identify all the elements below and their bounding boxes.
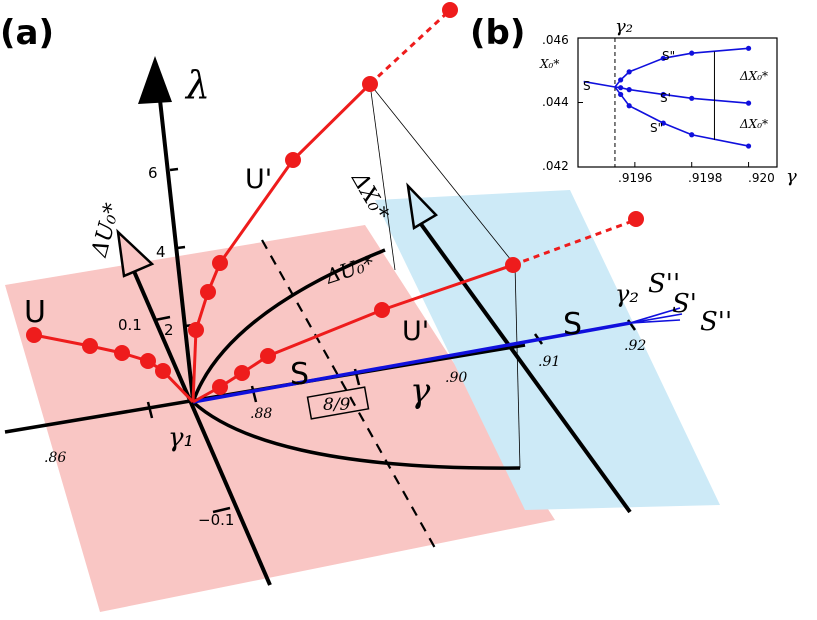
inset-ylabel: X₀* [539, 57, 559, 71]
S-prime-label: S' [672, 289, 697, 319]
inset-delta-lower: ΔX₀* [739, 117, 768, 131]
pink-plane [5, 225, 555, 612]
lambda-tick-6: 6 [148, 164, 158, 182]
inset-series-line [583, 80, 616, 88]
inset-xtick-9198: .9198 [688, 171, 722, 185]
inset-series-point [626, 87, 632, 93]
box-8-9-label: 8/9 [323, 395, 351, 415]
inset-gamma2-label: γ₂ [615, 16, 633, 37]
inset-series-point [660, 55, 666, 61]
dX-axis [416, 218, 632, 514]
inset-ytick-042: .042 [542, 159, 569, 173]
inset-xtick-9196: .9196 [618, 171, 652, 185]
inset-S-upper-label: S" [662, 49, 675, 63]
box-8-9 [306, 386, 370, 420]
dX-axis-arrow [406, 182, 438, 231]
U-prime-upper-line [191, 82, 372, 403]
lambda-tick-4: 4 [156, 243, 166, 261]
U-prime-lower-points [212, 211, 644, 395]
dU-parabola [191, 248, 386, 403]
gamma2-label: γ₂ [615, 280, 639, 308]
gamma-tick-92: .92 [624, 338, 646, 354]
projection-lines [369, 83, 521, 469]
inset-xtick-920: .920 [748, 171, 775, 185]
gamma-tick-90: .90 [445, 370, 467, 386]
lambda-axis [158, 99, 195, 401]
S-label-blue: S [563, 307, 582, 342]
inset-S-prime-label: S' [660, 91, 671, 105]
gamma-tick-86: .86 [44, 450, 66, 466]
S-double-prime-1: S'' [648, 269, 680, 299]
panel-b: (b) X₀* γ γ₂ .046 .044 .042 .9196 .9198 … [470, 13, 797, 187]
inset-S-label: S [583, 79, 591, 93]
lambda-tick-2: 2 [164, 321, 174, 339]
inset-series-point [626, 69, 632, 75]
inset-series-point [626, 103, 632, 109]
dU-tick-pos: 0.1 [118, 316, 142, 334]
inset-series-point [660, 91, 666, 98]
inset-plot [578, 37, 752, 168]
inset-series-point [618, 77, 624, 83]
inset-delta-upper: ΔX₀* [739, 69, 768, 83]
U-branch-points [26, 327, 171, 379]
inset-series-point [689, 50, 695, 56]
inset-series-point [745, 100, 752, 106]
dashed-line-8-9 [261, 239, 436, 549]
inset-ytick-046: .046 [542, 33, 569, 47]
U-prime-upper-label: U' [245, 164, 272, 195]
panel-a: 8/9 (a) λ ΔU₀* ΔX₀* γ ΔU₀* U U' U' S S γ… [0, 2, 732, 612]
lambda-axis-arrow [138, 56, 172, 104]
dU-axis [128, 261, 272, 586]
inset-series-point [618, 85, 624, 91]
inset-series-point [689, 132, 695, 138]
gamma1-label: γ₁ [168, 423, 194, 453]
inset-ytick-044: .044 [542, 95, 569, 109]
inset-series-point [689, 95, 695, 101]
panel-b-label: (b) [470, 13, 525, 53]
U-label: U [24, 295, 46, 330]
S-fan [629, 307, 683, 324]
inset-series-point [618, 91, 624, 98]
inset-series-point [660, 120, 666, 126]
inset-series-point [745, 45, 752, 51]
S-double-prime-2: S'' [700, 307, 732, 337]
blue-plane [375, 190, 720, 510]
gamma-tick-88: .88 [250, 406, 272, 422]
dU-tick-neg: −0.1 [198, 511, 234, 529]
S-branch-line [192, 321, 631, 404]
inset-xlabel: γ [786, 166, 797, 187]
inset-series-point [745, 143, 752, 149]
dU-axis-arrow [116, 228, 155, 278]
panel-a-label: (a) [0, 13, 54, 53]
lambda-label: λ [184, 63, 210, 107]
gamma-axis-label: γ [410, 371, 431, 411]
dX-axis-label: ΔX₀* [346, 167, 394, 225]
U-prime-upper-points [188, 2, 458, 338]
U-prime-lower-label: U' [402, 316, 429, 347]
dU-parabola-lower [191, 400, 521, 470]
S-label-pink: S [290, 357, 309, 392]
inset-S-lower-label: S" [650, 121, 663, 135]
gamma-tick-91: .91 [538, 354, 560, 370]
